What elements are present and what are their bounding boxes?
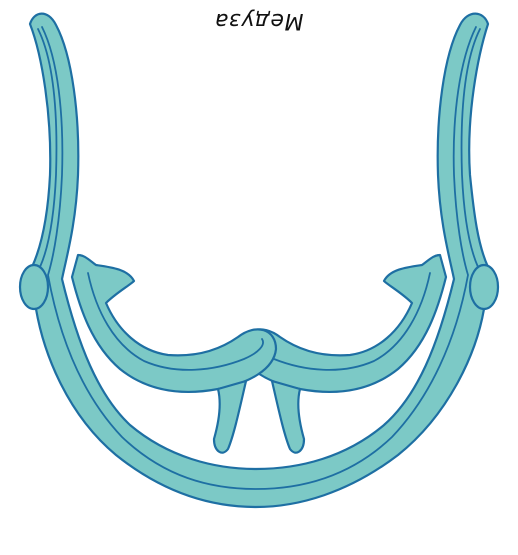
bell-outer-wall [29, 14, 492, 507]
left-subumbrella-fold [242, 255, 446, 392]
right-manubrium-lobe [214, 381, 246, 453]
left-sensory-bulb [470, 265, 498, 309]
left-manubrium-lobe [272, 381, 304, 453]
right-sensory-bulb [20, 265, 48, 309]
right-subumbrella-fold [72, 255, 276, 392]
diagram-title: Медуза [0, 8, 518, 33]
